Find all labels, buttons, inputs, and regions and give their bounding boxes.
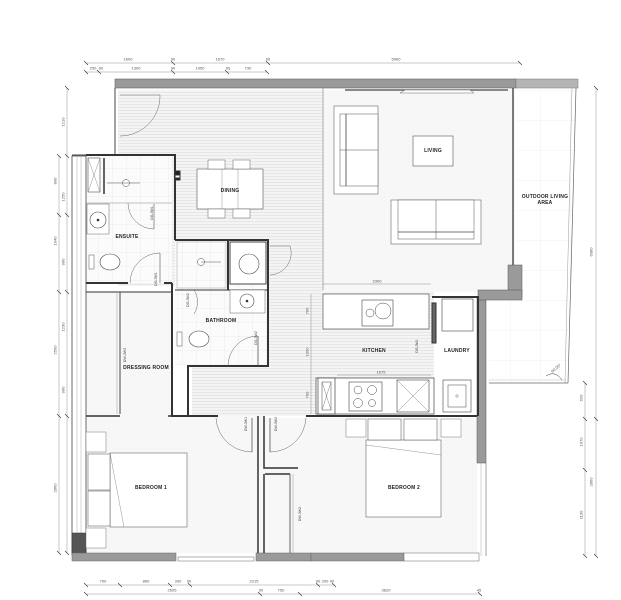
room-label-outdoor-living-area: OUTDOOR LIVING AREA	[521, 194, 569, 206]
cooktop	[348, 381, 383, 412]
room-label-living: LIVING	[424, 148, 442, 154]
dimension-lines	[56, 60, 599, 597]
ensuite-toilet	[99, 253, 121, 271]
bottom-wall-mid	[255, 552, 312, 562]
dim-label: 3620	[381, 587, 391, 593]
top-wall	[114, 78, 517, 89]
dim-label: 700	[304, 307, 310, 315]
dim-label: 330	[174, 578, 182, 584]
window-sill-living	[399, 89, 475, 94]
dim-label: 1230	[60, 322, 66, 332]
dim-label: 90	[170, 65, 176, 71]
room-label-kitchen: KITCHEN	[362, 348, 386, 354]
dim-label: 1130	[578, 510, 584, 520]
bed-1	[109, 452, 188, 528]
dim-label: 900	[60, 258, 66, 266]
angle-arc	[545, 373, 563, 381]
door-tag: DG-3W1	[415, 339, 419, 353]
dim-label: 1210	[60, 117, 66, 127]
coffee-table	[412, 135, 454, 167]
dim-label: 45	[476, 587, 482, 593]
room-label-bathroom: BATHROOM	[205, 318, 237, 324]
dim-label: 1675	[376, 369, 386, 375]
bed-2	[365, 439, 442, 518]
dim-label: 90	[186, 578, 192, 584]
laundry-cabinet	[441, 298, 474, 332]
dim-label: 90	[315, 578, 321, 584]
dim-label: 90	[225, 65, 231, 71]
dim-label: 750	[277, 587, 285, 593]
dim-label: 90	[170, 56, 176, 62]
dim-label: 1300	[131, 65, 141, 71]
dim-label: 1600	[123, 56, 133, 62]
floor-finishes	[86, 90, 578, 553]
dim-label: 90	[98, 65, 104, 71]
dining-table	[196, 168, 264, 210]
wc-door-swing	[269, 245, 292, 276]
bottom-wall-window	[403, 552, 480, 562]
dim-label: 1000	[304, 347, 310, 357]
left-wall	[71, 155, 87, 555]
room-label-laundry: LAUNDRY	[444, 348, 470, 354]
bottom-window	[177, 556, 255, 562]
entry-door-swing	[119, 94, 161, 137]
dim-label: 5060	[391, 56, 401, 62]
dim-label: 90	[258, 587, 264, 593]
bathroom-toilet	[188, 330, 210, 348]
dim-label: 800	[52, 177, 58, 185]
room-label-dining: DINING	[220, 188, 240, 194]
dim-label: 2300	[372, 278, 382, 284]
room-label-ensuite: ENSUITE	[115, 234, 139, 240]
balcony-top-edge	[515, 78, 579, 89]
door-tag: DW-3W1	[244, 416, 248, 432]
dressing-floor	[86, 292, 172, 418]
dim-label: 90	[265, 56, 271, 62]
room-label-dressing-room: DRESSING ROOM	[123, 365, 169, 371]
dim-label: 90	[329, 578, 335, 584]
dim-label: 730	[244, 65, 252, 71]
bottom-wall-left	[71, 552, 177, 562]
door-tag: DG-3W2	[186, 293, 190, 307]
door-tag: DG-3W1	[150, 206, 154, 220]
door-tag: DG-3W2	[254, 331, 258, 345]
dim-label: 2215	[249, 578, 259, 584]
dim-label: 1670	[215, 56, 225, 62]
dim-label: 250	[89, 65, 97, 71]
door-tag: DG-3W1	[154, 272, 158, 286]
dim-label: 1250	[60, 192, 66, 202]
dim-label: 620	[578, 394, 584, 402]
room-label-bedroom-2: BEDROOM 2	[387, 485, 421, 491]
walls	[71, 78, 579, 562]
dim-label: 900	[60, 386, 66, 394]
door-tag: DW-3W2	[274, 416, 278, 432]
door-tag: DW-3W2	[298, 506, 302, 522]
dim-label: 6080	[588, 247, 594, 257]
dim-label: 2860	[52, 483, 58, 493]
dim-label: 200	[321, 578, 329, 584]
dim-label: 2605	[167, 587, 177, 593]
dim-label: 1040	[52, 236, 58, 246]
bottom-wall-right	[310, 552, 405, 562]
dim-label: 1070	[578, 437, 584, 447]
dim-label: 2500	[52, 345, 58, 355]
dim-label: 700	[304, 391, 310, 399]
dim-label: 860	[142, 578, 150, 584]
door-tag: DW-3W3	[123, 347, 127, 363]
dim-label: 700	[99, 578, 107, 584]
room-label-bedroom-1: BEDROOM 1	[134, 485, 168, 491]
outdoor-deck	[489, 90, 578, 383]
dim-label: 1050	[195, 65, 205, 71]
wc-bowl	[238, 253, 260, 275]
dim-label: 2860	[588, 477, 594, 487]
left-wall-column	[71, 532, 87, 556]
